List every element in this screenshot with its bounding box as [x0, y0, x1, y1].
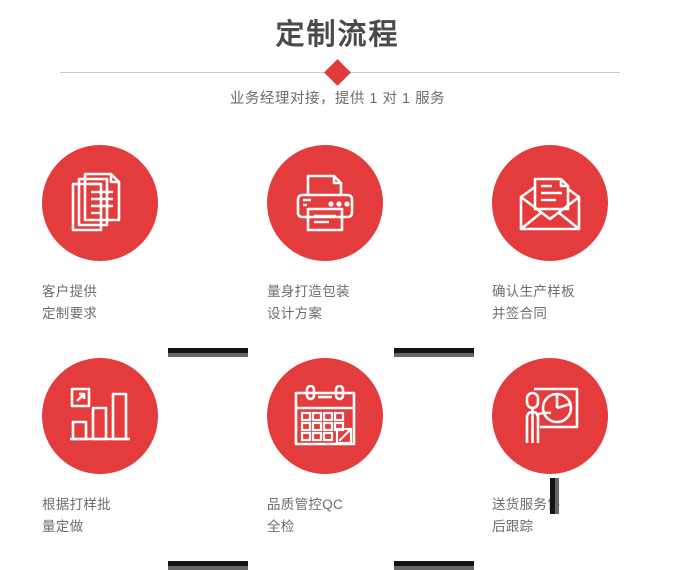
connector-bar-gray — [555, 478, 559, 514]
step-icon-circle-5 — [267, 358, 383, 474]
printer-icon — [296, 174, 354, 232]
step-icon-circle-1 — [42, 145, 158, 261]
step-label-4: 根据打样批 量定做 — [42, 497, 111, 534]
step-icon-circle-3 — [492, 145, 608, 261]
connector-step2-step3 — [394, 348, 474, 357]
process-steps: 客户提供 定制要求 — [0, 145, 675, 570]
connector-bar-dark — [168, 348, 248, 353]
title-divider — [60, 59, 620, 86]
connector-step3-step6 — [550, 478, 559, 514]
step-label-5: 品质管控QC 全检 — [267, 497, 344, 534]
connector-bar-gray — [394, 566, 474, 570]
connector-bar-dark — [550, 478, 555, 514]
step-icon-circle-4 — [42, 358, 158, 474]
connector-bar-dark — [394, 348, 474, 353]
connector-bar-gray — [168, 353, 248, 357]
step-label-6: 送货服务售 后跟踪 — [492, 497, 561, 534]
step-icon-circle-6 — [492, 358, 608, 474]
connector-step5-step6 — [394, 561, 474, 570]
step-icon-circle-2 — [267, 145, 383, 261]
connector-step1-step2 — [168, 348, 248, 357]
step-label-2: 量身打造包装 设计方案 — [267, 284, 350, 321]
page-title: 定制流程 — [275, 19, 400, 51]
calendar-check-icon — [294, 385, 356, 446]
connector-bar-gray — [168, 566, 248, 570]
documents-icon — [71, 172, 121, 232]
step-label-1: 客户提供 定制要求 — [42, 284, 98, 321]
connector-bar-gray — [394, 353, 474, 357]
page-subtitle: 业务经理对接，提供 1 对 1 服务 — [229, 91, 446, 107]
step-label-3: 确认生产样板 并签合同 — [492, 284, 575, 321]
diamond-icon — [324, 59, 351, 86]
connector-step4-step5 — [168, 561, 248, 570]
page-header: 定制流程 业务经理对接，提供 1 对 1 服务 — [0, 0, 675, 130]
presenter-piechart-icon — [525, 387, 579, 443]
bar-chart-growth-icon — [70, 387, 130, 441]
envelope-letter-icon — [519, 177, 581, 231]
